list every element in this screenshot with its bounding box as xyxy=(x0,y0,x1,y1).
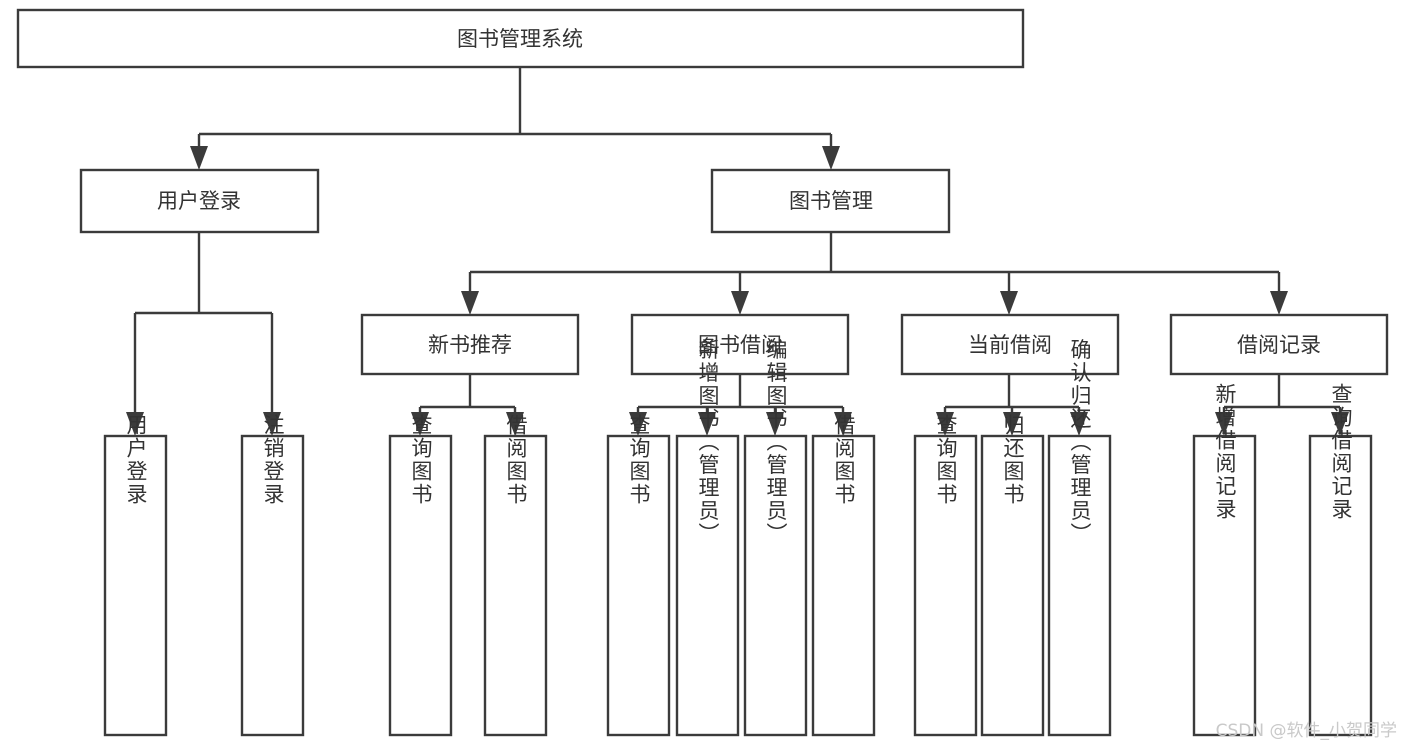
node-leaf-edit-book-box[interactable] xyxy=(743,434,808,737)
node-leaf-add-book-label: 新增图书（管理员） xyxy=(696,339,720,546)
arrowhead-leaf-query-book-2 xyxy=(629,412,647,436)
node-root[interactable]: 图书管理系统 xyxy=(16,8,1025,69)
node-leaf-return-book[interactable]: 归还图书 xyxy=(980,414,1045,737)
node-book-management-label: 图书管理 xyxy=(789,189,873,213)
arrowhead-user-login xyxy=(190,146,208,170)
node-user-login-box[interactable] xyxy=(79,168,320,234)
node-root-box[interactable] xyxy=(16,8,1025,69)
node-new-book-recommend[interactable]: 新书推荐 xyxy=(360,313,580,376)
node-book-borrow[interactable]: 图书借阅 xyxy=(630,313,850,376)
node-leaf-add-record-box[interactable] xyxy=(1192,434,1257,737)
node-leaf-edit-book[interactable]: 编辑图书（管理员） xyxy=(743,339,808,737)
node-leaf-query-book-1[interactable]: 查询图书 xyxy=(388,414,453,737)
node-leaf-return-book-box[interactable] xyxy=(980,434,1045,737)
node-borrow-record-box[interactable] xyxy=(1169,313,1389,376)
node-borrow-record[interactable]: 借阅记录 xyxy=(1169,313,1389,376)
node-leaf-add-book-box[interactable] xyxy=(675,434,740,737)
node-leaf-edit-book-label: 编辑图书（管理员） xyxy=(764,339,788,546)
node-leaf-query-book-1-label: 查询图书 xyxy=(409,414,433,506)
node-leaf-borrow-book-1-box[interactable] xyxy=(483,434,548,737)
arrowhead-leaf-user-logout xyxy=(263,412,281,436)
arrowhead-new-book-recommend xyxy=(461,291,479,315)
node-book-management-box[interactable] xyxy=(710,168,951,234)
node-leaf-query-record-box[interactable] xyxy=(1308,434,1373,737)
node-leaf-user-login[interactable]: 用户登录 xyxy=(103,414,168,737)
node-leaf-user-logout-label: 注销登录 xyxy=(261,414,285,506)
arrowhead-leaf-query-book-3 xyxy=(936,412,954,436)
arrowhead-leaf-user-login xyxy=(126,412,144,436)
node-leaf-add-book[interactable]: 新增图书（管理员） xyxy=(675,339,740,737)
node-borrow-record-label: 借阅记录 xyxy=(1237,333,1321,357)
node-leaf-user-logout[interactable]: 注销登录 xyxy=(240,414,305,737)
arrowhead-book-borrow xyxy=(731,291,749,315)
node-current-borrow-box[interactable] xyxy=(900,313,1120,376)
node-leaf-borrow-book-1-label: 借阅图书 xyxy=(504,414,528,506)
node-leaf-confirm-return-box[interactable] xyxy=(1047,434,1112,737)
node-root-label: 图书管理系统 xyxy=(457,27,583,51)
arrowhead-book-management xyxy=(822,146,840,170)
node-leaf-add-record-label: 新增借阅记录 xyxy=(1213,383,1237,521)
node-leaf-confirm-return[interactable]: 确认归还（管理员） xyxy=(1047,339,1112,737)
arrowhead-leaf-add-book xyxy=(698,412,716,436)
node-leaf-query-record-label: 查询借阅记录 xyxy=(1329,383,1353,521)
arrowhead-leaf-confirm-return xyxy=(1070,412,1088,436)
node-book-management[interactable]: 图书管理 xyxy=(710,168,951,234)
node-leaf-query-book-3-box[interactable] xyxy=(913,434,978,737)
node-book-borrow-box[interactable] xyxy=(630,313,850,376)
node-leaf-borrow-book-1[interactable]: 借阅图书 xyxy=(483,414,548,737)
node-current-borrow[interactable]: 当前借阅 xyxy=(900,313,1120,376)
node-leaf-user-login-label: 用户登录 xyxy=(124,414,148,506)
arrowhead-leaf-borrow-book-1 xyxy=(506,412,524,436)
node-leaf-add-record[interactable]: 新增借阅记录 xyxy=(1192,383,1257,737)
node-leaf-borrow-book-2[interactable]: 借阅图书 xyxy=(811,414,876,737)
node-user-login[interactable]: 用户登录 xyxy=(79,168,320,234)
node-leaf-user-logout-box[interactable] xyxy=(240,434,305,737)
node-leaf-query-book-1-box[interactable] xyxy=(388,434,453,737)
node-leaf-query-book-2-box[interactable] xyxy=(606,434,671,737)
node-leaf-query-book-3[interactable]: 查询图书 xyxy=(913,414,978,737)
node-leaf-user-login-box[interactable] xyxy=(103,434,168,737)
arrowhead-leaf-query-book-1 xyxy=(411,412,429,436)
node-leaf-confirm-return-label: 确认归还（管理员） xyxy=(1068,339,1092,546)
arrowhead-leaf-edit-book xyxy=(766,412,784,436)
node-new-book-recommend-label: 新书推荐 xyxy=(428,333,512,357)
node-leaf-query-book-2[interactable]: 查询图书 xyxy=(606,414,671,737)
node-leaf-query-book-2-label: 查询图书 xyxy=(627,414,651,506)
node-leaf-borrow-book-2-label: 借阅图书 xyxy=(832,414,856,506)
node-current-borrow-label: 当前借阅 xyxy=(968,333,1052,357)
arrowhead-current-borrow xyxy=(1000,291,1018,315)
arrowhead-borrow-record xyxy=(1270,291,1288,315)
node-leaf-query-book-3-label: 查询图书 xyxy=(934,414,958,506)
arrowhead-leaf-borrow-book-2 xyxy=(834,412,852,436)
node-leaf-query-record[interactable]: 查询借阅记录 xyxy=(1308,383,1373,737)
arrowhead-leaf-return-book xyxy=(1003,412,1021,436)
connector-layer xyxy=(126,67,1349,436)
node-book-borrow-label: 图书借阅 xyxy=(698,333,782,357)
node-user-login-label: 用户登录 xyxy=(157,189,241,213)
csdn-watermark: CSDN @软件_小贺同学 xyxy=(1215,721,1397,741)
arrowhead-leaf-add-record xyxy=(1215,412,1233,436)
node-leaf-return-book-label: 归还图书 xyxy=(1001,414,1025,506)
node-leaf-borrow-book-2-box[interactable] xyxy=(811,434,876,737)
node-new-book-recommend-box[interactable] xyxy=(360,313,580,376)
arrowhead-leaf-query-record xyxy=(1331,412,1349,436)
